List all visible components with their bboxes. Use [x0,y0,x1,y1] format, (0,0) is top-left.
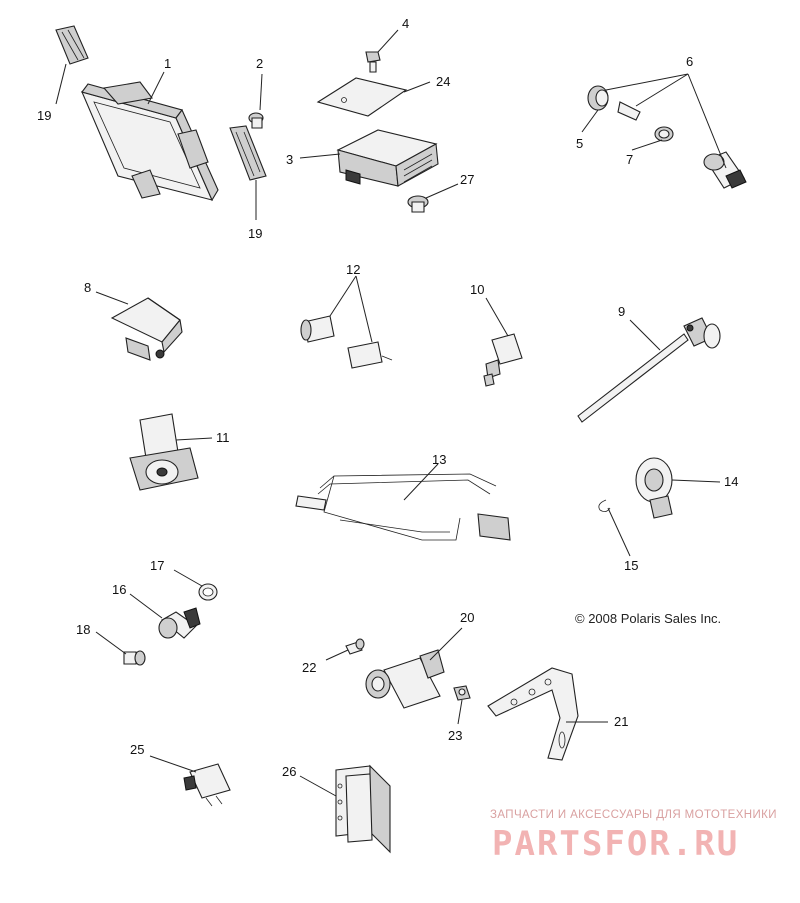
callout-9: 9 [618,304,625,319]
callout-23: 23 [448,728,462,743]
part-26-module [335,764,391,854]
callout-24: 24 [436,74,450,89]
part-23-nut [453,685,471,701]
part-12-sensor-b [347,341,393,369]
callout-15: 15 [624,558,638,573]
callout-25: 25 [130,742,144,757]
part-12-sensor-a [300,315,335,343]
part-14-knock-sensor [635,457,673,519]
callout-8: 8 [84,280,91,295]
part-6-sensor [703,151,747,189]
copyright-text: © 2008 Polaris Sales Inc. [575,611,722,626]
callout-17: 17 [150,558,164,573]
callout-21: 21 [614,714,628,729]
part-5-plug [587,85,609,111]
part-1-ecu [81,81,219,202]
callout-20: 20 [460,610,474,625]
callout-13: 13 [432,452,446,467]
watermark-tagline: ЗАПЧАСТИ И АКСЕССУАРЫ ДЛЯ МОТОТЕХНИКИ [490,809,777,821]
part-15-clip [598,499,611,512]
callout-22: 22 [302,660,316,675]
callout-11: 11 [216,430,230,445]
part-20-valve [365,649,445,709]
callout-26: 26 [282,764,296,779]
callout-2: 2 [256,56,263,71]
part-13-harness [295,473,511,541]
part-2-bolt [248,112,264,129]
part-9-probe [577,317,721,423]
part-17-o-ring [198,583,218,601]
callout-19a: 19 [37,108,51,123]
part-18-bolt [123,650,146,666]
callout-27: 27 [460,172,474,187]
part-6-clip [617,101,641,121]
part-25-relay [183,763,231,807]
callout-5: 5 [576,136,583,151]
callout-3: 3 [286,152,293,167]
part-24-cover [316,77,408,117]
part-22-screw [345,638,365,655]
part-11-tps [129,413,199,491]
part-4-screw [365,51,381,73]
callout-18: 18 [76,622,90,637]
part-8-map-sensor [110,297,183,361]
callout-1: 1 [164,56,171,71]
part-19-bracket-mid [229,125,267,181]
part-21-bracket [487,667,579,761]
part-3-module [336,129,439,187]
watermark-logo: PARTSFOR.RU [492,824,740,864]
callout-10: 10 [470,282,484,297]
callout-14: 14 [724,474,738,489]
part-19-bracket-left [55,25,89,65]
callout-19b: 19 [248,226,262,241]
part-10-temp-sensor [483,333,523,387]
part-7-ring [654,126,674,142]
part-16-sensor [158,607,201,639]
callout-12: 12 [346,262,360,277]
callout-7: 7 [626,152,633,167]
callout-6: 6 [686,54,693,69]
part-27-grommet [407,195,429,213]
callout-16: 16 [112,582,126,597]
callout-4: 4 [402,16,409,31]
